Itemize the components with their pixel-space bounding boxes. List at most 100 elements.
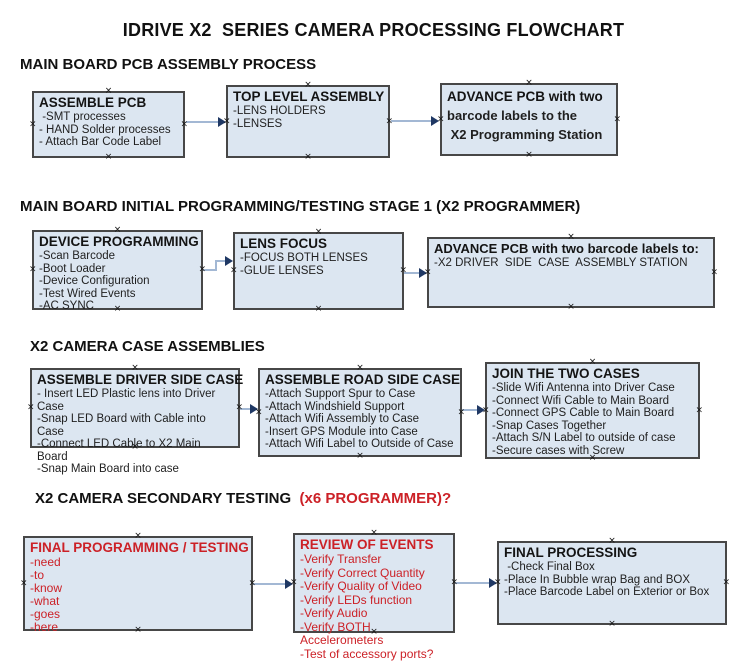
section-heading-secondary-testing: X2 CAMERA SECONDARY TESTING (x6 PROGRAMM… bbox=[35, 490, 451, 507]
flow-box-join-the-two-cases: JOIN THE TWO CASES -Slide Wifi Antenna i… bbox=[482, 358, 703, 463]
flow-box-final-programming-testing: FINAL PROGRAMMING / TESTING -need-to-kno… bbox=[20, 532, 256, 635]
box-item: -Connect Wifi Cable to Main Board bbox=[492, 394, 670, 407]
box-title: FINAL PROCESSING bbox=[504, 545, 638, 560]
box-item: - Attach Bar Code Label bbox=[39, 136, 162, 148]
box-item-list: -need-to-know-what-goes-here bbox=[30, 556, 247, 634]
box-item-list: -Scan Barcode-Boot Loader-Device Configu… bbox=[39, 250, 197, 313]
box-item: -SMT processes bbox=[39, 111, 126, 123]
right-arrow-icon bbox=[225, 256, 233, 266]
shape-handle-icon: × bbox=[710, 267, 718, 277]
box-item: -know bbox=[30, 581, 63, 595]
box-title: FINAL PROGRAMMING / TESTING bbox=[30, 540, 249, 555]
box-item: -Device Configuration bbox=[39, 275, 150, 287]
box-item-list: -Attach Support Spur to Case-Attach Wind… bbox=[265, 388, 456, 451]
page-title: IDRIVE X2 SERIES CAMERA PROCESSING FLOWC… bbox=[122, 20, 625, 40]
box-title: ADVANCE PCB with two bbox=[447, 89, 603, 104]
box-item: -need bbox=[30, 555, 61, 569]
box-item: -Insert GPS Module into Case bbox=[265, 425, 418, 438]
flow-box-assemble-pcb: ASSEMBLE PCB -SMT processes- HAND Solder… bbox=[29, 87, 188, 162]
arrow-line bbox=[462, 408, 477, 411]
box-title: ASSEMBLE ROAD SIDE CASE bbox=[265, 372, 461, 387]
box-item-list: -Slide Wifi Antenna into Driver Case-Con… bbox=[492, 382, 694, 457]
box-item-list: -SMT processes- HAND Solder processes- A… bbox=[39, 111, 179, 149]
box-item: -Snap LED Board with Cable into Case bbox=[37, 413, 209, 438]
box-item-list: - Insert LED Plastic lens into Driver Ca… bbox=[37, 388, 234, 476]
shape-handle-icon: × bbox=[314, 304, 323, 314]
shape-handle-icon: × bbox=[613, 114, 621, 124]
right-arrow-icon bbox=[218, 116, 226, 127]
box-item: -AC SYNC bbox=[39, 300, 94, 312]
box-item: -Place In Bubble wrap Bag and BOX bbox=[504, 573, 691, 586]
shape-handle-icon: × bbox=[29, 264, 37, 275]
box-item: -Snap Main Board into case bbox=[37, 463, 179, 475]
shape-handle-icon: × bbox=[304, 152, 312, 162]
box-item: -FOCUS BOTH LENSES bbox=[240, 252, 368, 264]
box-item: -here bbox=[30, 620, 59, 634]
box-item: -Verify BOTH Accelerometers bbox=[300, 619, 384, 647]
box-item: -Verify Transfer bbox=[300, 552, 382, 566]
heading-black-part: X2 CAMERA SECONDARY TESTING bbox=[35, 490, 300, 507]
box-item: X2 Programming Station bbox=[447, 127, 603, 142]
box-item: -Attach Windshield Support bbox=[265, 400, 405, 413]
right-arrow-icon bbox=[250, 403, 258, 414]
arrow-line bbox=[240, 407, 250, 410]
arrow-line bbox=[404, 271, 419, 274]
box-title: ADVANCE PCB with two barcode labels to: bbox=[434, 241, 699, 256]
flow-box-assemble-road-side-case: ASSEMBLE ROAD SIDE CASE -Attach Support … bbox=[255, 364, 465, 461]
connector-arrow bbox=[455, 577, 497, 588]
box-item: -Boot Loader bbox=[39, 262, 106, 275]
box-title: JOIN THE TWO CASES bbox=[492, 366, 640, 381]
box-title: DEVICE PROGRAMMING bbox=[39, 234, 199, 249]
heading-red-part: (x6 PROGRAMMER)? bbox=[299, 490, 452, 507]
connector-arrow bbox=[404, 267, 427, 278]
box-item-list: -LENS HOLDERS-LENSES bbox=[233, 105, 384, 130]
shape-handle-icon: × bbox=[608, 619, 616, 629]
box-item: -Check Final Box bbox=[504, 561, 595, 573]
box-item: - Insert LED Plastic lens into Driver Ca… bbox=[37, 388, 219, 413]
box-item: -Verify Audio bbox=[300, 606, 368, 620]
box-item: -LENS HOLDERS bbox=[233, 105, 326, 117]
box-item: -Connect LED Cable to X2 Main Board bbox=[37, 438, 204, 463]
box-item: -Snap Cases Together bbox=[492, 419, 607, 432]
shape-handle-icon: × bbox=[722, 577, 730, 588]
box-item: -Test of accessory ports? bbox=[300, 646, 434, 661]
shape-handle-icon: × bbox=[695, 405, 703, 415]
section-heading-case-assemblies: X2 CAMERA CASE ASSEMBLIES bbox=[30, 338, 265, 355]
box-item: -goes bbox=[30, 607, 61, 621]
flow-box-review-of-events: REVIEW OF EVENTS -Verify Transfer-Verify… bbox=[290, 529, 458, 661]
box-title: TOP LEVEL ASSEMBLY bbox=[233, 89, 385, 104]
right-arrow-icon bbox=[489, 577, 497, 588]
box-item: -what bbox=[30, 594, 60, 608]
box-item: -Attach Wifi Label to Outside of Case bbox=[265, 438, 454, 450]
box-item-list: -FOCUS BOTH LENSES-GLUE LENSES bbox=[240, 252, 398, 277]
box-item: -Verify LEDs function bbox=[300, 592, 413, 607]
box-item: -Place Barcode Label on Exterior or Box bbox=[504, 586, 710, 598]
connector-arrow bbox=[186, 116, 226, 127]
connector-arrow bbox=[240, 403, 258, 414]
box-item: -to bbox=[30, 568, 45, 582]
connector-arrow bbox=[391, 115, 439, 126]
arrow-line bbox=[391, 119, 431, 122]
arrow-line bbox=[186, 120, 218, 123]
right-arrow-icon bbox=[431, 115, 439, 126]
shape-handle-icon: × bbox=[20, 578, 28, 588]
box-item: -Verify Correct Quantity bbox=[300, 565, 425, 580]
shape-handle-icon: × bbox=[356, 451, 364, 461]
right-arrow-icon bbox=[285, 578, 293, 589]
flow-box-advance-pcb-programming-station: ADVANCE PCB with two barcode labels to t… bbox=[437, 79, 621, 160]
box-item: -Verify Quality of Video bbox=[300, 579, 422, 593]
shape-handle-icon: × bbox=[29, 119, 37, 129]
right-arrow-icon bbox=[477, 404, 485, 415]
box-item: -Attach Support Spur to Case bbox=[265, 388, 416, 400]
box-item: -GLUE LENSES bbox=[240, 264, 324, 277]
box-item-list: -Verify Transfer-Verify Correct Quantity… bbox=[300, 552, 449, 661]
arrow-line bbox=[203, 260, 226, 271]
box-title: ASSEMBLE DRIVER SIDE CASE bbox=[37, 372, 244, 387]
arrow-line bbox=[253, 582, 285, 585]
box-item-list: -X2 DRIVER SIDE CASE ASSEMBLY STATION bbox=[434, 257, 709, 270]
right-arrow-icon bbox=[419, 267, 427, 278]
box-item: -Attach Wifi Assembly to Case bbox=[265, 413, 420, 425]
section-heading-pcb-assembly: MAIN BOARD PCB ASSEMBLY PROCESS bbox=[20, 56, 317, 73]
shape-handle-icon: × bbox=[27, 402, 35, 413]
